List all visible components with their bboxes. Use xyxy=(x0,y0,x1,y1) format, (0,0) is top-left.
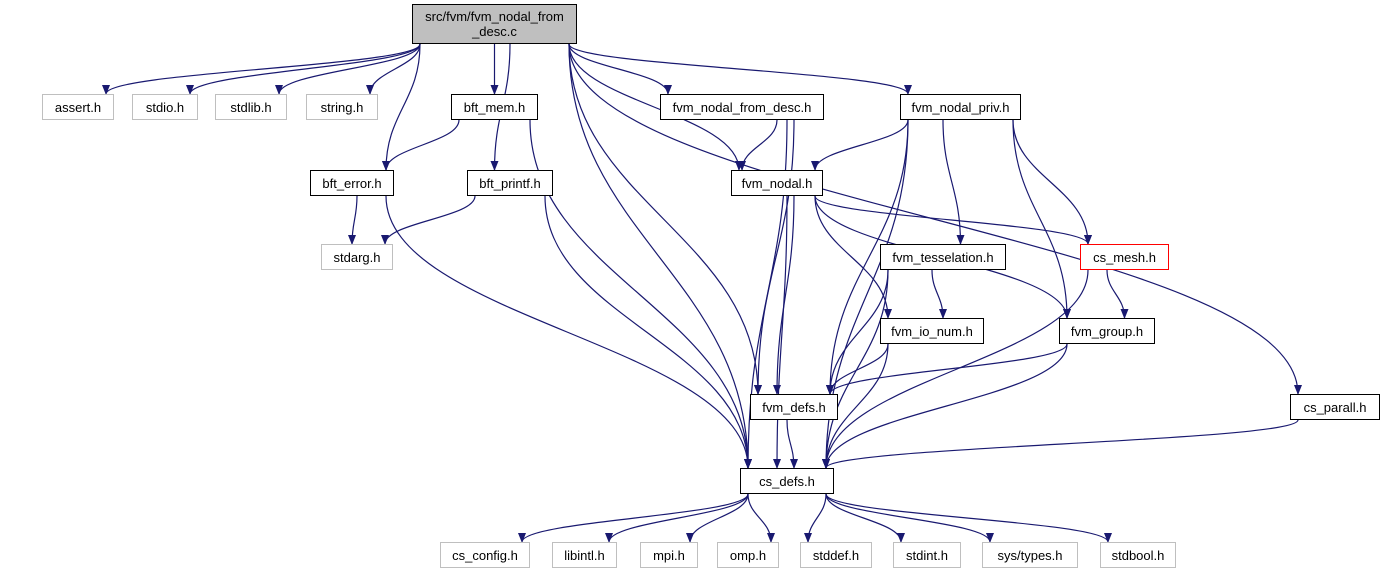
node-stdarg-h: stdarg.h xyxy=(321,244,393,270)
edge-bft_error_h-to-cs_defs_h xyxy=(385,195,752,469)
edge-cs_mesh_h-to-fvm_group_h xyxy=(1106,269,1129,319)
node-fvm-io-num-h[interactable]: fvm_io_num.h xyxy=(880,318,984,344)
edge-bft_mem_h-to-cs_defs_h xyxy=(529,119,752,469)
edge-fvm_defs_h-to-cs_defs_h xyxy=(786,419,798,469)
edge-root-to-fvm_nodal_priv_h xyxy=(568,43,912,95)
edge-fvm_nodal_priv_h-to-cs_mesh_h xyxy=(1012,119,1092,245)
edge-fvm_group_h-to-cs_defs_h xyxy=(822,343,1068,469)
edge-fvm_nodal_priv_h-to-fvm_defs_h xyxy=(826,119,909,395)
edge-bft_printf_h-to-cs_defs_h xyxy=(544,195,752,469)
node-fvm-group-h[interactable]: fvm_group.h xyxy=(1059,318,1155,344)
node-stdbool-h: stdbool.h xyxy=(1100,542,1176,568)
edge-cs_defs_h-to-sys_types_h xyxy=(825,493,994,543)
edge-cs_parall_h-to-cs_defs_h xyxy=(822,419,1299,469)
edge-cs_defs_h-to-stdint_h xyxy=(825,493,905,543)
node-omp-h: omp.h xyxy=(717,542,779,568)
node-bft-mem-h[interactable]: bft_mem.h xyxy=(451,94,538,120)
edge-root-to-fvm_nodal_from_desc_h xyxy=(568,43,672,95)
edge-fvm_nodal_priv_h-to-fvm_tesselation_h xyxy=(942,119,965,245)
edge-cs_defs_h-to-libintl_h xyxy=(605,493,749,543)
node-sys-types-h: sys/types.h xyxy=(982,542,1078,568)
node-fvm-nodal-h[interactable]: fvm_nodal.h xyxy=(731,170,823,196)
edge-root-to-fvm_defs_h xyxy=(568,43,762,395)
edge-fvm_tesselation_h-to-fvm_defs_h xyxy=(826,269,889,395)
edge-bft_mem_h-to-bft_error_h xyxy=(382,119,460,171)
edge-root-to-stdlib_h xyxy=(275,43,421,95)
node-stddef-h: stddef.h xyxy=(800,542,872,568)
edge-fvm_nodal_from_desc_h-to-fvm_nodal_h xyxy=(738,119,778,171)
edge-fvm_nodal_h-to-fvm_defs_h xyxy=(773,195,795,395)
node-assert-h: assert.h xyxy=(42,94,114,120)
edge-root-to-cs_defs_h xyxy=(568,43,752,469)
edge-cs_defs_h-to-omp_h xyxy=(747,493,775,543)
node-fvm-defs-h[interactable]: fvm_defs.h xyxy=(750,394,838,420)
edge-cs_defs_h-to-stdbool_h xyxy=(825,493,1112,543)
edge-cs_mesh_h-to-cs_defs_h xyxy=(822,269,1089,469)
node-mpi-h: mpi.h xyxy=(640,542,698,568)
node-root-file: src/fvm/fvm_nodal_from _desc.c xyxy=(412,4,577,44)
edge-cs_defs_h-to-cs_config_h xyxy=(518,493,749,543)
edge-fvm_nodal_from_desc_h-to-fvm_defs_h xyxy=(754,119,795,395)
edge-fvm_nodal_priv_h-to-fvm_nodal_h xyxy=(811,119,909,171)
edge-fvm_group_h-to-fvm_defs_h xyxy=(826,343,1068,395)
node-stdlib-h: stdlib.h xyxy=(215,94,287,120)
edge-root-to-fvm_nodal_h xyxy=(568,43,743,171)
node-bft-printf-h[interactable]: bft_printf.h xyxy=(467,170,553,196)
edge-root-to-stdio_h xyxy=(186,43,421,95)
node-cs-config-h: cs_config.h xyxy=(440,542,530,568)
edge-fvm_nodal_h-to-cs_defs_h xyxy=(773,195,788,469)
node-libintl-h: libintl.h xyxy=(552,542,617,568)
edge-root-to-cs_parall_h xyxy=(568,43,1302,395)
edge-fvm_tesselation_h-to-fvm_io_num_h xyxy=(931,269,947,319)
edge-root-to-assert_h xyxy=(102,43,421,95)
node-string-h: string.h xyxy=(306,94,378,120)
node-fvm-nodal-from-desc-h[interactable]: fvm_nodal_from_desc.h xyxy=(660,94,824,120)
edge-root-to-bft_error_h xyxy=(382,43,421,171)
edge-cs_defs_h-to-mpi_h xyxy=(686,493,749,543)
edge-fvm_nodal_priv_h-to-fvm_group_h xyxy=(1012,119,1071,319)
edge-bft_error_h-to-stdarg_h xyxy=(348,195,358,245)
node-bft-error-h[interactable]: bft_error.h xyxy=(310,170,394,196)
node-stdint-h: stdint.h xyxy=(893,542,961,568)
node-cs-defs-h[interactable]: cs_defs.h xyxy=(740,468,834,494)
edge-bft_printf_h-to-stdarg_h xyxy=(381,195,476,245)
edge-fvm_tesselation_h-to-cs_defs_h xyxy=(822,269,889,469)
edge-cs_defs_h-to-stddef_h xyxy=(804,493,827,543)
node-cs-parall-h[interactable]: cs_parall.h xyxy=(1290,394,1380,420)
edge-fvm_nodal_priv_h-to-cs_defs_h xyxy=(822,119,909,469)
node-fvm-tesselation-h[interactable]: fvm_tesselation.h xyxy=(880,244,1006,270)
edge-fvm_nodal_h-to-cs_mesh_h xyxy=(814,195,1092,245)
node-fvm-nodal-priv-h[interactable]: fvm_nodal_priv.h xyxy=(900,94,1021,120)
edge-root-to-string_h xyxy=(366,43,421,95)
node-stdio-h: stdio.h xyxy=(132,94,198,120)
node-cs-mesh-h[interactable]: cs_mesh.h xyxy=(1080,244,1169,270)
edge-fvm_io_num_h-to-cs_defs_h xyxy=(822,343,889,469)
